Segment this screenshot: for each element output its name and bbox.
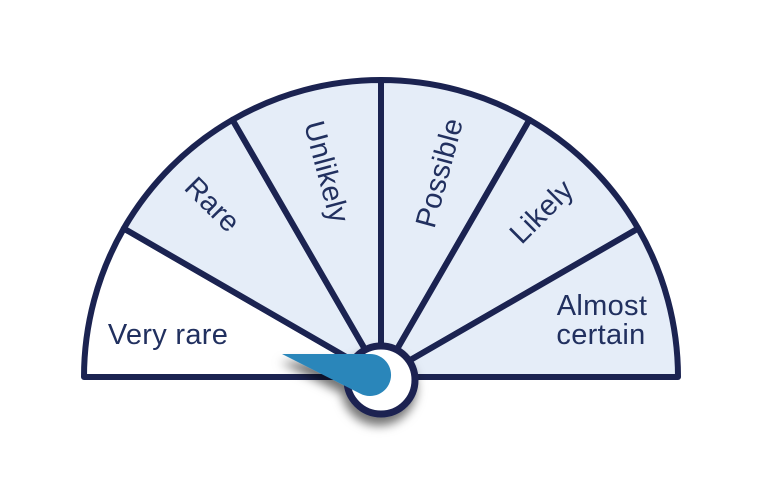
- segment-rare[interactable]: [120, 116, 384, 380]
- gauge-pointer-group: [282, 342, 419, 418]
- label-very-rare: Very rare: [108, 319, 228, 351]
- segment-unlikely[interactable]: [229, 77, 384, 380]
- label-almost-certain-line1: Almost: [557, 290, 647, 322]
- segment-almost-certain[interactable]: [378, 225, 681, 380]
- gauge-needle-icon: [282, 353, 392, 396]
- segment-likely[interactable]: [378, 116, 642, 380]
- gauge-segments: [81, 77, 681, 380]
- segment-very-rare[interactable]: [81, 225, 384, 380]
- label-almost-certain-line2: certain: [556, 319, 645, 351]
- segment-possible[interactable]: [378, 77, 533, 380]
